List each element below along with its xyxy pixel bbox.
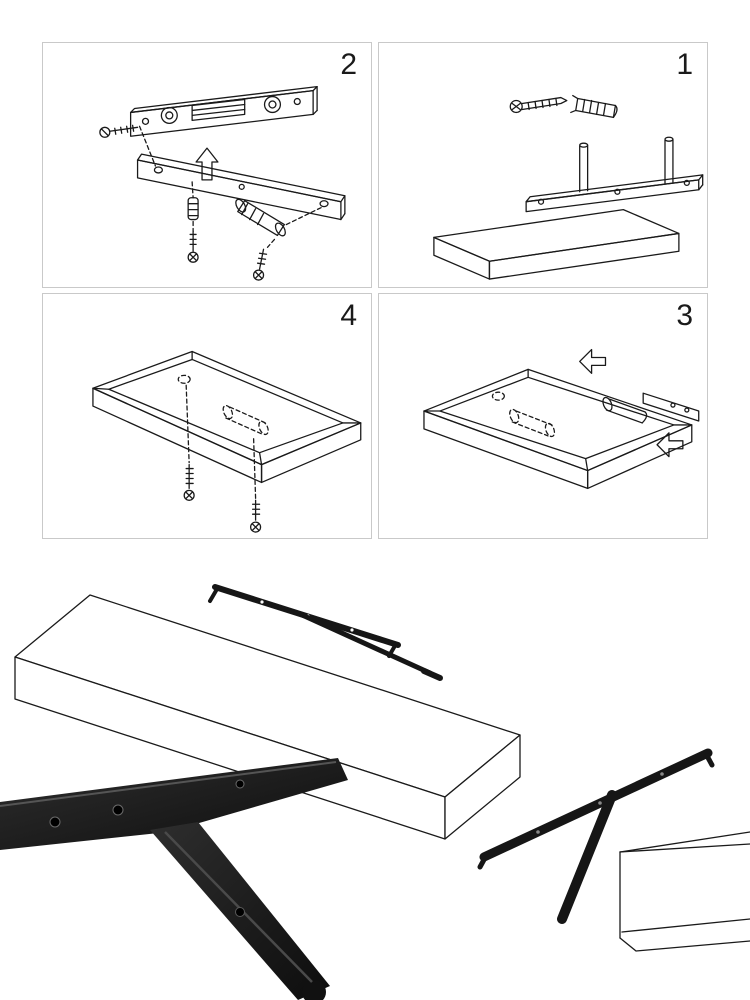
dowel-anchor-icon — [235, 198, 322, 237]
wall-anchor-icon — [187, 181, 199, 221]
wall-bracket — [208, 584, 443, 681]
figure-bracket-side — [450, 735, 750, 945]
bracket-rod — [602, 392, 700, 424]
shelf-board — [433, 208, 680, 280]
figure-step4-shelf-underside — [92, 350, 362, 533]
step-number: 2 — [340, 48, 357, 81]
screw-icon — [249, 438, 262, 533]
shelf-corner — [619, 831, 750, 952]
figure-assembled-shelf — [0, 545, 750, 845]
hidden-rod — [222, 404, 269, 436]
figure-shelf-corner — [612, 820, 750, 985]
figure-step2-wall-rail — [99, 85, 346, 281]
shelf-board — [14, 594, 521, 840]
photo-bracket-closeup — [0, 750, 400, 1000]
level-window — [191, 98, 246, 122]
panel-step-2: 2 — [42, 42, 372, 288]
panel-step-1: 1 — [378, 42, 708, 288]
hidden-hole — [177, 374, 191, 384]
screw-icon — [183, 384, 195, 501]
step-number: 1 — [676, 48, 693, 81]
mounting-bar — [136, 153, 346, 221]
hidden-rod — [509, 408, 556, 438]
step-number: 3 — [676, 299, 693, 332]
wall-rail — [129, 85, 318, 137]
bracket-rod — [557, 790, 617, 924]
screw-icon — [252, 238, 276, 281]
bracket-plate — [0, 758, 348, 850]
screw-icon — [187, 220, 199, 263]
panel-step-4: 4 — [42, 293, 372, 539]
shelf-frame — [92, 350, 362, 484]
mounting-plate — [525, 136, 704, 213]
figure-step1-plate-and-shelf — [433, 94, 704, 280]
up-arrow-icon — [195, 147, 219, 181]
bracket-bar — [477, 748, 715, 870]
figure-step3-bracket-insertion — [423, 348, 700, 490]
leader-line — [138, 125, 157, 167]
level-dial-left — [160, 106, 178, 124]
bracket-leg — [150, 822, 330, 1000]
shelf-frame — [423, 368, 693, 490]
arrow-icon — [579, 348, 607, 374]
arrow-icon — [656, 432, 684, 458]
level-dial-right — [263, 95, 282, 114]
hidden-hole — [491, 391, 505, 401]
panel-step-3: 3 — [378, 293, 708, 539]
screw-icon — [509, 96, 568, 114]
step-number: 4 — [340, 299, 357, 332]
screw-icon — [99, 124, 139, 138]
wall-anchor-icon — [570, 94, 618, 119]
